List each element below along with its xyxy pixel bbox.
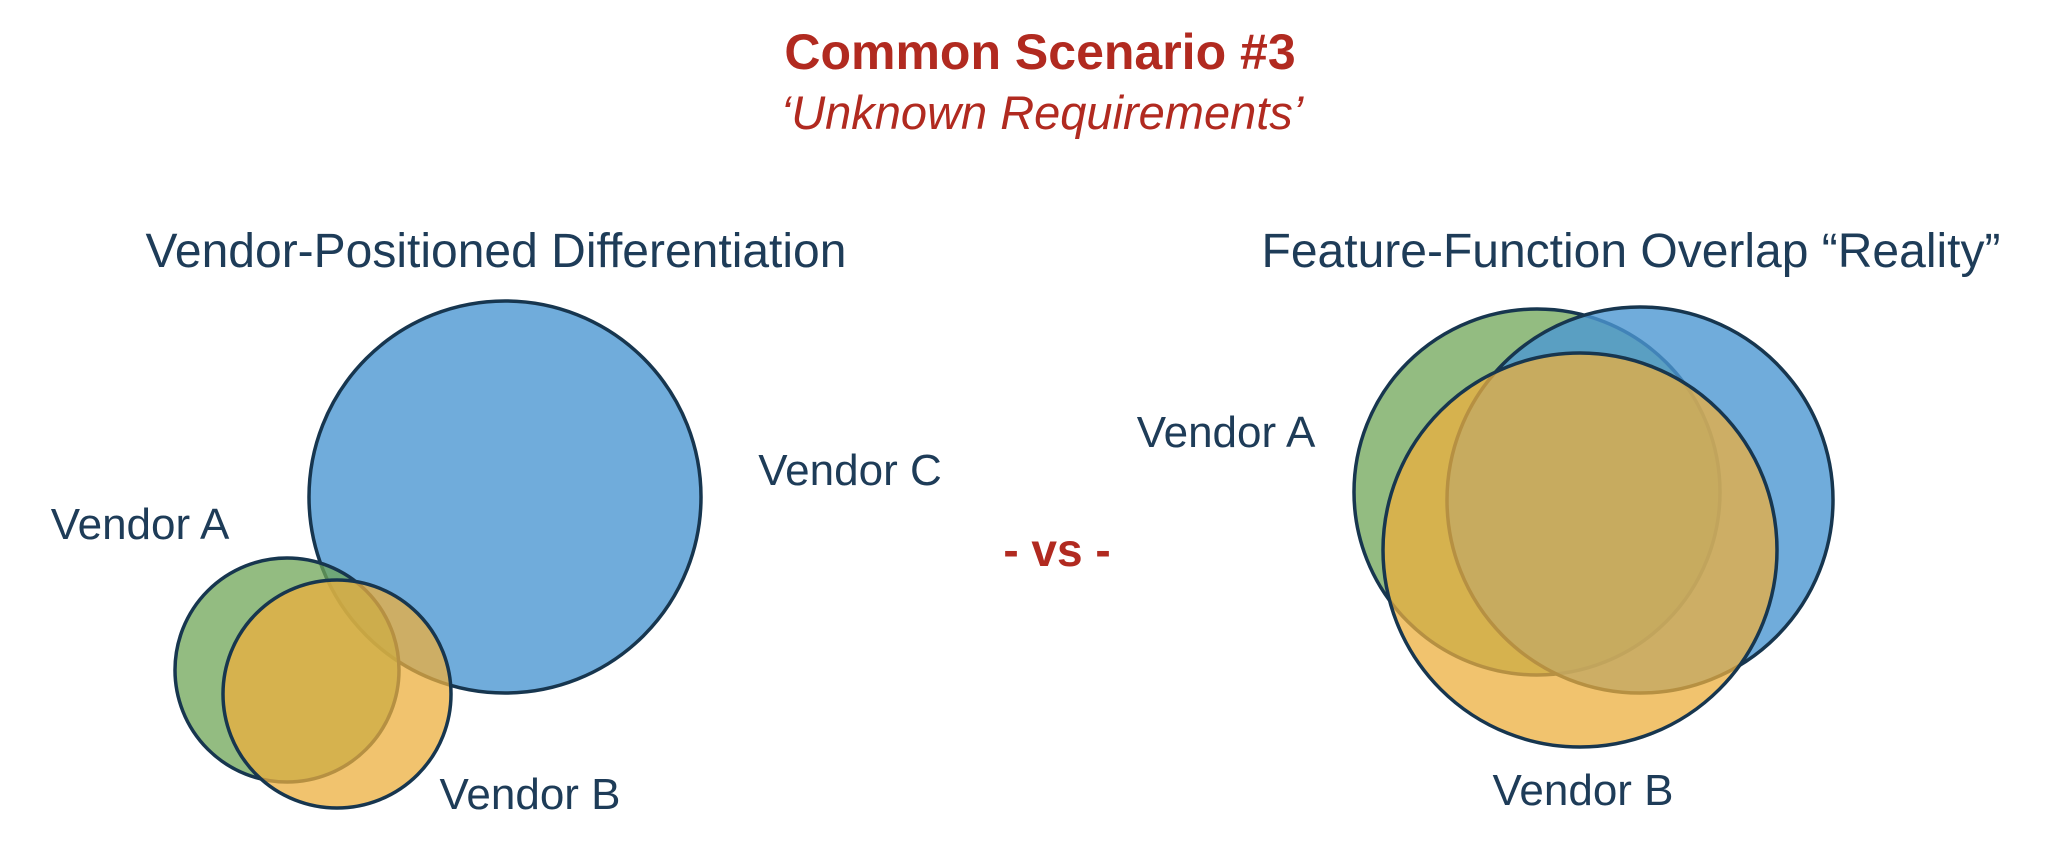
- left-vendor-c-circle: [307, 299, 703, 695]
- page-subtitle: ‘Unknown Requirements’: [780, 86, 1304, 139]
- right-vendor-a-label: Vendor A: [1136, 408, 1316, 457]
- left-vendor-b-label: Vendor B: [439, 770, 621, 819]
- right-vendor-b-circle: [1381, 351, 1779, 749]
- vs-divider-label: - vs -: [1003, 524, 1111, 576]
- left-diagram-heading: Vendor-Positioned Differentiation: [145, 225, 847, 278]
- left-vendor-b-circle: [221, 578, 453, 810]
- page-title: Common Scenario #3: [784, 24, 1296, 80]
- right-diagram-heading: Feature-Function Overlap “Reality”: [1261, 225, 2001, 278]
- left-vendor-c-label: Vendor C: [758, 446, 942, 495]
- left-vendor-a-label: Vendor A: [50, 500, 230, 549]
- right-vendor-b-label: Vendor B: [1492, 766, 1674, 815]
